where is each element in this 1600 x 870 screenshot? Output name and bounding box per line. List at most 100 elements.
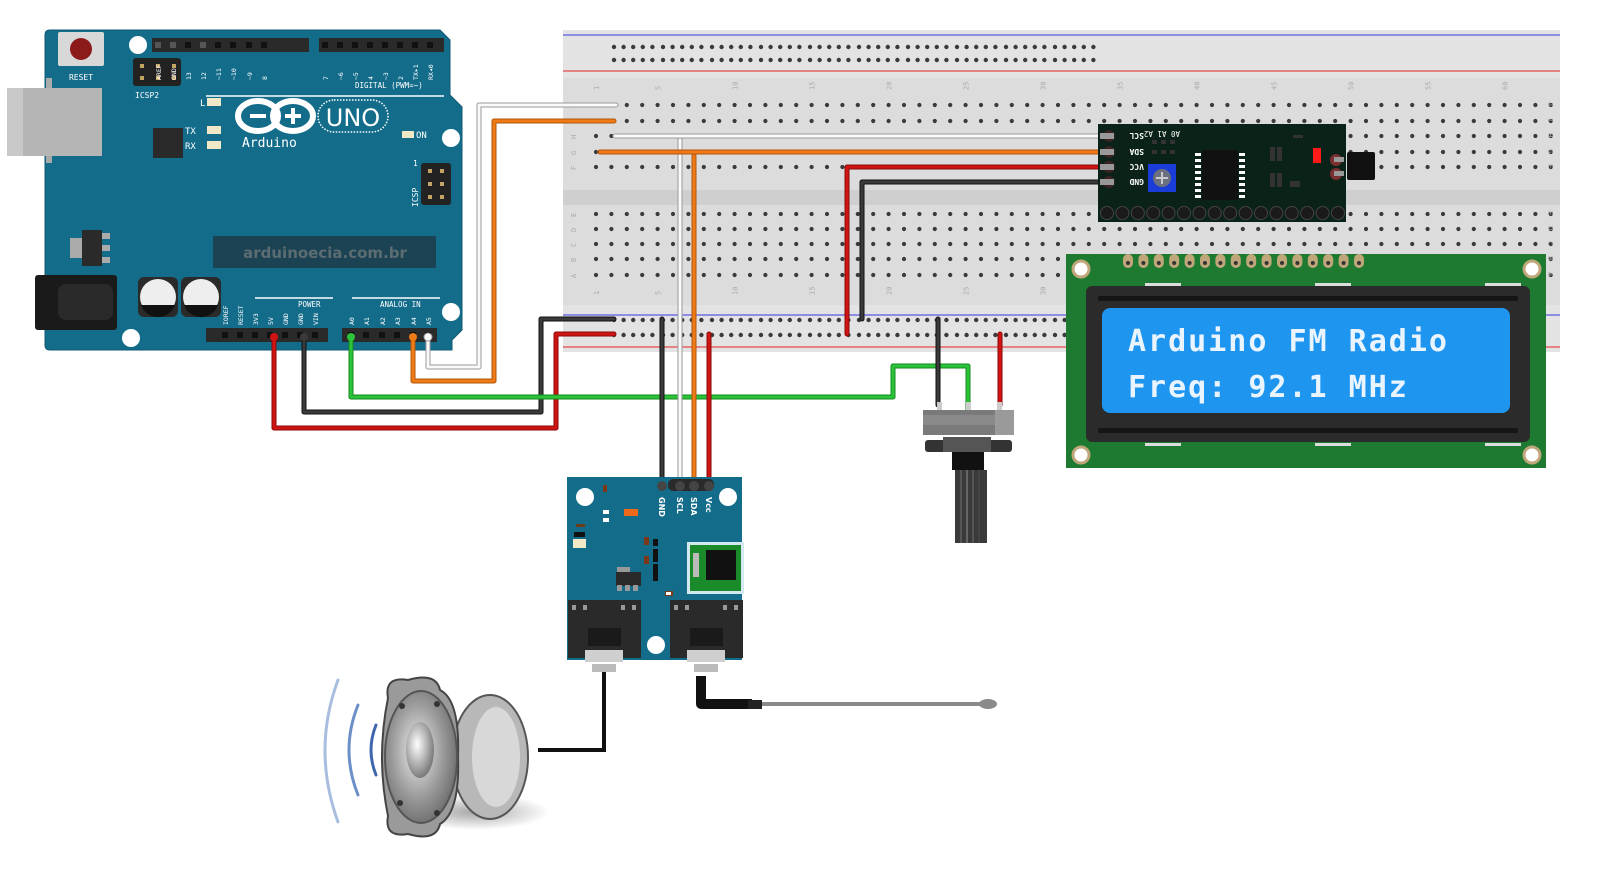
chip-leg (1195, 177, 1201, 180)
rail-hole (660, 57, 666, 63)
rail-hole (758, 317, 764, 323)
chip-leg (1239, 195, 1245, 198)
breadboard-hole (1240, 118, 1245, 124)
led-rx-label: RX (185, 142, 196, 152)
rail-hole (778, 332, 783, 338)
digital-label: DIGITAL (PWM=~) (355, 81, 423, 90)
wires (270, 102, 1101, 490)
arduino-board (44, 29, 463, 351)
rail-hole (631, 317, 636, 323)
breadboard-hole (701, 102, 706, 108)
rail-hole (964, 332, 969, 338)
lcd-screen (1102, 308, 1510, 413)
row-letter: F (570, 166, 578, 170)
breadboard-hole (1363, 102, 1369, 108)
breadboard-hole (871, 118, 876, 124)
breadboard-hole (917, 241, 922, 247)
breadboard-hole (1055, 102, 1061, 108)
lcd-pad-hole (1187, 261, 1192, 265)
breadboard-hole (624, 164, 629, 170)
breadboard-hole (1102, 226, 1107, 232)
digital-pin-label: ~6 (337, 72, 345, 80)
backlight-jumper[interactable] (1330, 152, 1375, 180)
breadboard-hole (1517, 241, 1523, 247)
breadboard-hole (593, 133, 599, 139)
headphone-jack[interactable] (568, 600, 641, 672)
lcd-pad-hole (1126, 261, 1130, 265)
breadboard-hole (932, 226, 937, 232)
breadboard-hole (778, 118, 783, 124)
column-number: 50 (1348, 82, 1356, 90)
breadboard-hole (686, 164, 691, 170)
rail-hole (640, 332, 645, 338)
rail-hole (699, 332, 704, 338)
breadboard-hole (1533, 211, 1538, 217)
breadboard-hole (794, 241, 799, 247)
breadboard-hole (1471, 241, 1476, 247)
reset-button[interactable] (58, 32, 104, 66)
analog-pin-label: A1 (363, 317, 371, 325)
breadboard-hole (1410, 133, 1415, 139)
analog-pin-label: A5 (425, 317, 433, 325)
rail-hole (993, 317, 998, 323)
breadboard-hole (1517, 102, 1523, 108)
breadboard-hole (1055, 241, 1061, 247)
breadboard-hole (701, 118, 706, 124)
breadboard-hole (655, 241, 660, 247)
breadboard-hole (809, 164, 814, 170)
breadboard-hole (640, 102, 645, 108)
breadboard-hole (1286, 102, 1292, 108)
rail-hole (925, 44, 930, 50)
breadboard-hole (1487, 133, 1492, 139)
led-tx-label: TX (185, 127, 196, 137)
potentiometer-knob[interactable] (955, 470, 987, 543)
lcd-pad-hole (1233, 261, 1238, 265)
breadboard-hole (1194, 241, 1199, 247)
breadboard-hole (670, 211, 676, 217)
breadboard-hole (763, 226, 768, 232)
mounting-hole (1071, 259, 1091, 279)
antenna-jack[interactable] (670, 600, 743, 672)
breadboard-hole (917, 211, 922, 217)
rail-hole (1003, 332, 1009, 338)
breadboard-hole (1548, 149, 1553, 155)
breadboard-hole (670, 256, 676, 262)
breadboard-hole (655, 272, 660, 278)
breadboard-hole (624, 102, 629, 108)
rail-hole (1013, 317, 1018, 323)
breadboard-hole (1517, 211, 1523, 217)
breadboard-hole (1548, 133, 1553, 139)
breadboard-hole (901, 118, 907, 124)
rail-hole (866, 317, 871, 323)
rail-hole (1081, 57, 1087, 63)
analog-pin (363, 332, 369, 338)
breadboard-hole (978, 256, 984, 262)
rail-hole (827, 317, 832, 323)
breadboard-hole (1009, 211, 1014, 217)
breadboard-hole (1348, 241, 1353, 247)
lcd-pin-pads (1123, 254, 1364, 268)
breadboard-hole (763, 102, 768, 108)
breadboard-hole (794, 211, 799, 217)
rail-hole (797, 317, 802, 323)
rail-hole (699, 44, 704, 50)
breadboard-hole (624, 241, 629, 247)
breadboard-hole (701, 226, 706, 232)
digital-pin (352, 42, 358, 48)
breadboard-hole (593, 241, 599, 247)
breadboard-hole (948, 211, 953, 217)
breadboard-hole (1102, 118, 1107, 124)
rail-hole (895, 44, 900, 50)
breadboard-hole (855, 226, 860, 232)
breadboard-hole (1302, 226, 1307, 232)
breadboard-hole (1055, 226, 1061, 232)
breadboard-hole (794, 226, 799, 232)
rail-hole (1042, 317, 1047, 323)
contrast-trimmer[interactable] (1148, 164, 1176, 192)
potentiometer[interactable] (923, 402, 1014, 543)
breadboard-hole (670, 102, 676, 108)
breadboard-hole (778, 272, 783, 278)
